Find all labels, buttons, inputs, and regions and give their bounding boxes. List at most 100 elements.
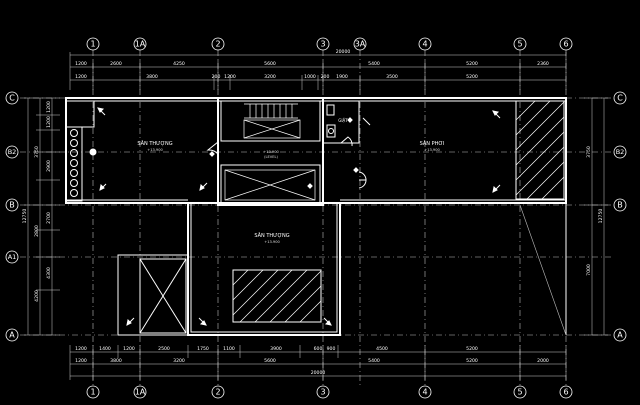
left-dimensions: 1200 1200 3750 2900 2700 2800 4300 4200 … bbox=[22, 97, 60, 336]
grid-bubbles-right: C B2 B A bbox=[613, 91, 627, 342]
dim-bot1-3: 2500 bbox=[158, 346, 170, 352]
drain-point bbox=[89, 148, 97, 156]
dim-top1-1: 2600 bbox=[110, 61, 122, 67]
room-label-laundry: GIẶT bbox=[338, 118, 348, 123]
dim-top1-3: 5600 bbox=[264, 61, 276, 67]
grid-label-b-right: B bbox=[617, 201, 623, 210]
dim-bot1-0: 1200 bbox=[75, 346, 87, 352]
dim-top1-4: 5400 bbox=[368, 61, 380, 67]
dim-left-6: 4300 bbox=[46, 267, 52, 279]
grid-label-6: 6 bbox=[563, 40, 568, 49]
dim-top2-9: 5200 bbox=[466, 74, 478, 80]
grid-label-b2-right: B2 bbox=[616, 148, 625, 156]
dim-bot1-5: 1100 bbox=[223, 346, 235, 352]
dim-top2-3: 1200 bbox=[224, 74, 236, 80]
grid-label-4: 4 bbox=[422, 40, 427, 49]
grid-label-2-bottom: 2 bbox=[215, 388, 220, 397]
dim-right-0: 3750 bbox=[586, 146, 592, 158]
grid-label-1-bottom: 1 bbox=[90, 388, 95, 397]
dim-bot2-4: 5400 bbox=[368, 358, 380, 364]
right-dimensions: 3750 7000 12750 bbox=[584, 97, 608, 336]
dim-top2-0: 1200 bbox=[75, 74, 87, 80]
room-label-terrace-2: SÂN THƯỢNG bbox=[254, 232, 289, 239]
drain-markers bbox=[209, 117, 359, 189]
grid-label-c: C bbox=[9, 94, 15, 103]
room-level-core: (LEVEL) bbox=[264, 155, 278, 159]
dim-top2-1: 3800 bbox=[146, 74, 158, 80]
slope-arrows bbox=[97, 107, 501, 326]
dim-top2-6: 200 bbox=[321, 74, 330, 80]
grid-bubbles-top: 1 1A 2 3 3A 4 5 6 bbox=[86, 37, 573, 51]
walls bbox=[65, 97, 567, 336]
dim-top1-6: 2360 bbox=[537, 61, 549, 67]
doors bbox=[206, 136, 367, 189]
dim-bot2-6: 2000 bbox=[537, 358, 549, 364]
hatched-skylight-right bbox=[515, 100, 565, 200]
grid-bubbles-left: C B2 B A1 A bbox=[5, 91, 19, 342]
hatched-skylight-lower bbox=[232, 269, 322, 323]
dim-right-1: 7000 bbox=[586, 264, 592, 276]
grid-label-4-bottom: 4 bbox=[422, 388, 427, 397]
bottom-dimensions: 1200 1400 1200 2500 1750 1100 3900 600 9… bbox=[69, 345, 567, 380]
top-dimensions: 20000 1200 2600 4250 5600 5400 5200 2360… bbox=[69, 49, 567, 90]
dim-bot2-3: 5600 bbox=[264, 358, 276, 364]
grid-label-2: 2 bbox=[215, 40, 220, 49]
stair-steps bbox=[224, 103, 316, 201]
dim-top2-7: 1900 bbox=[336, 74, 348, 80]
grid-label-b: B bbox=[9, 201, 15, 210]
room-level-terrace-1: +13.900 bbox=[147, 148, 163, 152]
dim-top2-4: 3200 bbox=[264, 74, 276, 80]
water-tanks bbox=[70, 129, 78, 197]
dim-bot2-0: 1200 bbox=[75, 358, 87, 364]
dim-bot1-10: 5200 bbox=[466, 346, 478, 352]
room-level-drying-yard: +13.900 bbox=[424, 148, 440, 152]
grid-label-3a: 3A bbox=[355, 40, 366, 49]
grid-label-3-bottom: 3 bbox=[320, 388, 325, 397]
dim-top1-5: 5200 bbox=[466, 61, 478, 67]
dim-bot1-6: 3900 bbox=[270, 346, 282, 352]
grid-label-c-right: C bbox=[617, 94, 623, 103]
dim-bot1-8: 900 bbox=[327, 346, 336, 352]
dim-top2-5: 1000 bbox=[304, 74, 316, 80]
grid-label-b2: B2 bbox=[8, 148, 17, 156]
dim-top1-0: 1200 bbox=[75, 61, 87, 67]
dim-left-2: 3750 bbox=[34, 146, 40, 158]
room-label-terrace-1: SÂN THƯỢNG bbox=[137, 140, 172, 147]
room-labels: SÂN THƯỢNG +13.900 +13.900 (LEVEL) SÂN P… bbox=[137, 118, 444, 244]
laundry-fixtures bbox=[326, 104, 336, 138]
dim-total-bottom: 20000 bbox=[311, 370, 326, 376]
grid-label-1a: 1A bbox=[135, 40, 146, 49]
room-label-drying-yard: SÂN PHƠI bbox=[420, 140, 445, 147]
dim-left-7: 4200 bbox=[34, 290, 40, 302]
dim-total-top: 20000 bbox=[336, 49, 351, 55]
grid-label-a: A bbox=[9, 331, 15, 340]
room-level-terrace-2: +13.900 bbox=[264, 240, 280, 244]
dim-left-1: 1200 bbox=[46, 116, 52, 128]
grid-label-5-bottom: 5 bbox=[517, 388, 522, 397]
grid-label-a1: A1 bbox=[8, 253, 17, 261]
dim-right-total: 12750 bbox=[598, 209, 604, 224]
grid-label-6-bottom: 6 bbox=[563, 388, 568, 397]
dim-left-0: 1200 bbox=[46, 101, 52, 113]
dim-bot1-2: 1200 bbox=[123, 346, 135, 352]
dim-top1-2: 4250 bbox=[173, 61, 185, 67]
dim-bot2-2: 3200 bbox=[173, 358, 185, 364]
dim-left-3: 2900 bbox=[46, 160, 52, 172]
grid-label-3: 3 bbox=[320, 40, 325, 49]
dim-bot2-5: 5200 bbox=[466, 358, 478, 364]
grid-label-a-right: A bbox=[617, 331, 623, 340]
dim-left-4: 2700 bbox=[46, 212, 52, 224]
dim-bot1-4: 1750 bbox=[197, 346, 209, 352]
dim-left-5: 2800 bbox=[34, 225, 40, 237]
dim-top2-8: 3500 bbox=[386, 74, 398, 80]
dim-bot1-9: 4500 bbox=[376, 346, 388, 352]
dim-left-total: 12750 bbox=[22, 209, 28, 224]
dim-bot2-1: 3800 bbox=[110, 358, 122, 364]
grid-label-1a-bottom: 1A bbox=[135, 388, 146, 397]
dim-top2-2: 200 bbox=[212, 74, 221, 80]
dim-bot1-1: 1400 bbox=[99, 346, 111, 352]
grid-bubbles-bottom: 1 1A 2 3 4 5 6 bbox=[86, 385, 573, 399]
dim-bot1-7: 600 bbox=[314, 346, 323, 352]
room-label-core: +13.900 bbox=[263, 150, 279, 154]
